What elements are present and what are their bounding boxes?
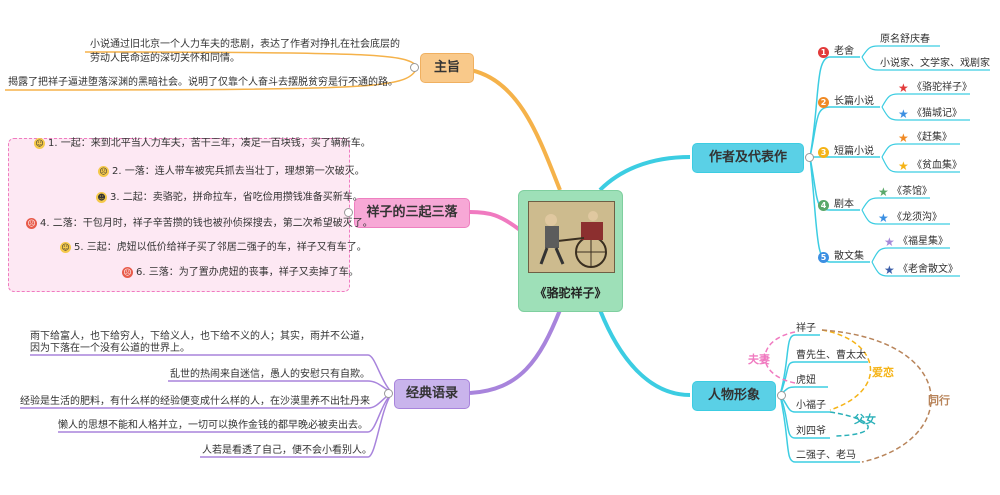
author-num-3: 3 [818,147,829,158]
center-node[interactable]: 《骆驼祥子》 [518,190,623,312]
branch-quotes [470,310,560,393]
topic-theme[interactable]: 主旨 [420,53,474,83]
topic-quotes[interactable]: 经典语录 [394,379,470,409]
theme-text-2: 劳动人民命运的深切关怀和同情。 [90,53,240,65]
char-xiangzi: 祥子 [796,323,816,335]
author-label-4: 剧本 [834,199,854,211]
char-cao: 曹先生、曹太太 [796,350,866,362]
star-icon: ★ [884,264,895,276]
ups-item-2: 2. 一落：连人带车被宪兵抓去当壮丁，理想第一次破灭。 [112,166,365,178]
star-icon: ★ [878,212,889,224]
quote-5: 人若是看透了自己，便不会小看别人。 [202,445,372,457]
smile2-icon: ☺ [60,242,71,253]
topic-theme-label: 主旨 [434,60,460,75]
collapse-quotes-knob[interactable] [384,389,393,398]
branch-theme [470,70,560,190]
rel-love-label: 爱恋 [872,364,894,380]
author-label-5: 散文集 [834,251,864,263]
topic-author-label: 作者及代表作 [709,150,787,165]
rel-love-arc [822,330,871,410]
star-icon: ★ [878,186,889,198]
branch-author [600,157,690,190]
star-icon: ★ [884,236,895,248]
rickshaw-illustration [528,201,615,273]
ups-item-1: 1. 一起：来到北平当人力车夫，苦干三年，凑足一百块钱，买了辆新车。 [48,138,371,150]
collapse-theme-knob[interactable] [410,63,419,72]
author-sub-1a: 原名舒庆春 [880,34,930,46]
rel-spouse-label: 夫妻 [748,351,770,367]
cry-icon: ☹ [122,267,133,278]
sad-icon: ☹ [98,166,109,177]
center-title: 《骆驼祥子》 [519,284,622,301]
quote-1b: 因为下落在一个没有公道的世界上。 [30,343,190,355]
ups-item-3: 3. 二起：卖骆驼，拼命拉车，省吃俭用攒钱准备买新车。 [110,192,363,204]
collapse-author-knob[interactable] [805,153,814,162]
grin-icon: ☻ [96,192,107,203]
branch-ups [470,212,520,230]
author-num-4: 4 [818,200,829,211]
topic-ups-label: 祥子的三起三落 [366,205,457,220]
author-num-2: 2 [818,97,829,108]
author-num-1: 1 [818,47,829,58]
collapse-ups-knob[interactable] [344,208,353,217]
ups-item-4: 4. 二落：干包月时，祥子辛苦攒的钱也被孙侦探搜去，第二次希望破灭了。 [40,218,373,230]
author-label-3: 短篇小说 [834,146,874,158]
topic-author[interactable]: 作者及代表作 [692,143,804,173]
char-liusiye: 刘四爷 [796,426,826,438]
author-sub-2b: 《猫城记》 [912,108,962,120]
topic-quotes-label: 经典语录 [406,386,458,401]
collapse-characters-knob[interactable] [777,391,786,400]
author-sub-3a: 《赶集》 [912,132,952,144]
theme-text-3: 揭露了把祥子逼进堕落深渊的黑暗社会。说明了仅靠个人奋斗去摆脱贫穷是行不通的路。 [8,77,398,89]
star-icon: ★ [898,160,909,172]
author-label-2: 长篇小说 [834,96,874,108]
quote-3: 经验是生活的肥料，有什么样的经验便变成什么样的人，在沙漠里养不出牡丹来 [20,396,370,408]
rel-father-label: 父女 [854,411,876,427]
rel-peer-label: 同行 [928,392,950,408]
author-label-1: 老舍 [834,46,854,58]
topic-characters[interactable]: 人物形象 [692,381,776,411]
star-icon: ★ [898,132,909,144]
star-icon: ★ [898,108,909,120]
branch-chars [600,310,690,395]
theme-text-1: 小说通过旧北京一个人力车夫的悲剧，表达了作者对挣扎在社会底层的 [90,39,395,51]
author-sub-2a: 《骆驼祥子》 [912,82,972,94]
author-sub-3b: 《贫血集》 [912,160,962,172]
star-icon: ★ [898,82,909,94]
smile-icon: ☺ [34,138,45,149]
author-sub-4a: 《茶馆》 [892,186,932,198]
author-sub-5b: 《老舍散文》 [898,264,958,276]
char-erqiangzi: 二强子、老马 [796,450,856,462]
quote-1a: 雨下给富人，也下给穷人，下给义人，也下给不义的人；其实，雨并不公道， [30,331,370,343]
quote-4: 懒人的思想不能和人格并立，一切可以换作金钱的都早晚必被卖出去。 [58,420,368,432]
author-num-5: 5 [818,252,829,263]
topic-characters-label: 人物形象 [708,388,760,403]
quote-2: 乱世的热闹来自迷信，愚人的安慰只有自欺。 [170,369,370,381]
ups-item-5: 5. 三起：虎妞以低价给祥子买了邻居二强子的车，祥子又有车了。 [74,242,367,254]
char-xiaofuzi: 小福子 [796,400,826,412]
author-sub-5a: 《福星集》 [898,236,948,248]
author-sub-4b: 《龙须沟》 [892,212,942,224]
author-sub-1b: 小说家、文学家、戏剧家 [880,58,990,70]
ups-item-6: 6. 三落：为了置办虎妞的丧事，祥子又卖掉了车。 [136,267,359,279]
char-huniu: 虎妞 [796,375,816,387]
angry-icon: ☹ [26,218,37,229]
